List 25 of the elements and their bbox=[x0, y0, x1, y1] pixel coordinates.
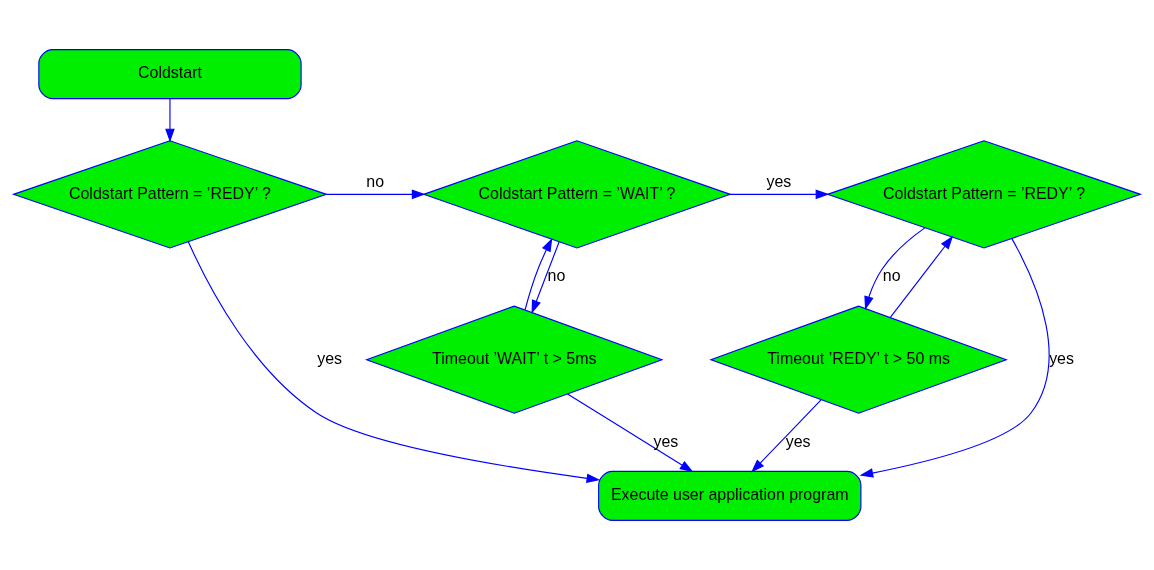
arrow bbox=[531, 241, 560, 314]
arrow bbox=[524, 237, 553, 311]
edge-label: yes bbox=[317, 349, 342, 367]
edge-label: yes bbox=[766, 172, 792, 190]
arrow bbox=[729, 189, 830, 200]
edge-label: yes bbox=[785, 432, 811, 450]
edge-label: no bbox=[882, 267, 901, 285]
node-box: Execute user application program bbox=[598, 470, 862, 521]
arrow bbox=[325, 189, 426, 200]
arrow bbox=[864, 227, 926, 310]
arrow bbox=[165, 98, 175, 143]
node-diamond: Timeout ’REDY’ t > 50 ms bbox=[709, 305, 1008, 414]
arrow bbox=[187, 241, 601, 483]
arrow bbox=[751, 399, 822, 473]
arrow bbox=[859, 238, 1050, 478]
node-diamond: Timeout ’WAIT’ t > 5ms bbox=[364, 305, 664, 414]
node-diamond: Coldstart Pattern = ’WAIT’ ? bbox=[422, 140, 732, 249]
edge-label: no bbox=[366, 172, 385, 190]
node-diamond: Coldstart Pattern = ’REDY’ ? bbox=[11, 140, 329, 249]
arrow bbox=[566, 393, 694, 473]
node-box: Coldstart bbox=[38, 49, 302, 100]
arrow bbox=[889, 235, 954, 318]
edge-label: yes bbox=[1049, 349, 1074, 367]
edge-label: no bbox=[547, 267, 566, 285]
edge-label: yes bbox=[653, 432, 679, 450]
